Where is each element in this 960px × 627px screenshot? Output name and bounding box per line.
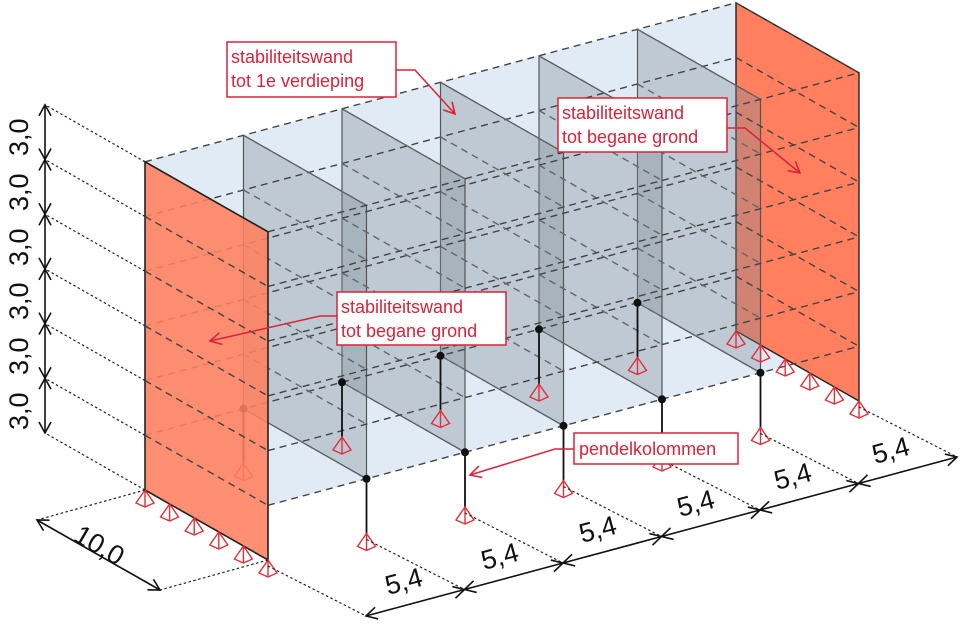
callout-text: tot begane grond <box>341 321 477 341</box>
bay-label: 5,4 <box>478 537 522 576</box>
support-icon <box>331 435 353 455</box>
column-joint <box>559 421 568 430</box>
support-icon <box>848 399 870 419</box>
callout-arrow <box>727 127 802 175</box>
bay-dimension-line <box>758 479 861 514</box>
dimension-extension-line <box>267 565 367 617</box>
floor-edge-front <box>267 126 860 288</box>
dimension-extension-line <box>36 489 146 521</box>
floor-height-label: 3,0 <box>4 392 34 430</box>
dimension-extension-line <box>661 459 761 511</box>
support-icon <box>775 357 796 377</box>
callout-columns: pendelkolommen <box>468 432 739 479</box>
callout-text: pendelkolommen <box>579 439 716 459</box>
callout-text: tot 1e verdieping <box>231 71 364 91</box>
callout-box <box>336 291 507 346</box>
support-icon <box>799 371 820 391</box>
support-icon <box>430 409 451 429</box>
support-icon <box>528 382 550 402</box>
column-joint <box>362 474 371 483</box>
column-joint <box>461 448 469 457</box>
bay-dimension-line <box>561 532 664 567</box>
support-icon <box>750 343 771 363</box>
column-joint <box>338 378 346 387</box>
dimension-extension-line <box>44 158 146 218</box>
callout-box <box>557 97 728 153</box>
callout-box <box>226 41 397 98</box>
dimension-extension-line <box>44 323 146 382</box>
callout-text: tot begane grond <box>562 127 698 147</box>
bay-dimension-line <box>462 559 565 594</box>
floor-height-label: 3,0 <box>4 282 34 320</box>
support-icon <box>159 502 180 522</box>
support-icon <box>134 488 156 508</box>
building-geometry <box>134 1 870 578</box>
bay-dimension-line <box>856 453 959 488</box>
callout-arrow <box>396 69 457 116</box>
dimension-extension-line <box>159 559 269 591</box>
bay-dimension-line <box>659 506 762 541</box>
dimension-extension-line <box>44 104 146 163</box>
callout-arrow <box>208 315 337 346</box>
floor-edge-front <box>267 290 860 452</box>
annotations: stabiliteitswand tot 1e verdieping stabi… <box>208 41 802 479</box>
bay-label: 5,4 <box>382 562 426 601</box>
dimension-extension-line <box>44 432 146 491</box>
callout-wall-ground-right: stabiliteitswand tot begane grond <box>557 97 802 175</box>
dimension-extension-line <box>44 377 146 436</box>
support-icon <box>725 329 747 349</box>
support-icon <box>184 516 205 536</box>
depth-dimension-line <box>35 519 162 591</box>
floor-height-label: 3,0 <box>4 173 34 211</box>
support-icon <box>627 356 648 376</box>
callout-arrow <box>468 448 574 479</box>
stability-wall-left <box>144 160 269 562</box>
column-joint <box>535 325 543 334</box>
bay-label: 5,4 <box>576 510 620 549</box>
support-icon <box>257 558 279 578</box>
dimension-extension-line <box>760 432 859 485</box>
support-icon <box>553 479 574 499</box>
callout-wall-ground-left: stabiliteitswand tot begane grond <box>208 291 507 346</box>
callout-text: stabiliteitswand <box>341 297 463 317</box>
floor-height-label: 3,0 <box>4 118 34 156</box>
floor-height-label: 3,0 <box>4 228 34 266</box>
support-icon <box>233 544 254 564</box>
floor-height-label: 3,0 <box>4 337 34 375</box>
dimension-extension-line <box>44 268 146 327</box>
callout-text: stabiliteitswand <box>562 103 684 123</box>
dimension-extension-line <box>858 406 958 458</box>
dimension-extension-line <box>464 512 564 564</box>
bay-label: 5,4 <box>674 484 718 523</box>
column-joint <box>658 395 666 404</box>
dimension-extension-line <box>563 485 662 538</box>
support-icon <box>356 532 377 552</box>
support-icon <box>824 385 845 405</box>
bay-label: 5,4 <box>869 431 913 470</box>
callout-wall-first-floor: stabiliteitswand tot 1e verdieping <box>226 41 457 116</box>
dimension-extension-line <box>44 213 146 272</box>
floor-edge-front <box>267 236 860 397</box>
support-icon <box>750 426 771 446</box>
dimension-extension-line <box>366 538 465 591</box>
bay-label: 5,4 <box>771 457 815 496</box>
support-icon <box>454 505 476 525</box>
column-joint <box>436 351 445 360</box>
support-icon <box>208 530 229 550</box>
callout-text: stabiliteitswand <box>231 47 353 67</box>
bay-dimension-line <box>364 585 467 620</box>
column-joint <box>633 298 642 307</box>
column-joint <box>756 368 765 377</box>
callout-box <box>573 432 739 465</box>
depth-label: 10,0 <box>69 519 130 571</box>
